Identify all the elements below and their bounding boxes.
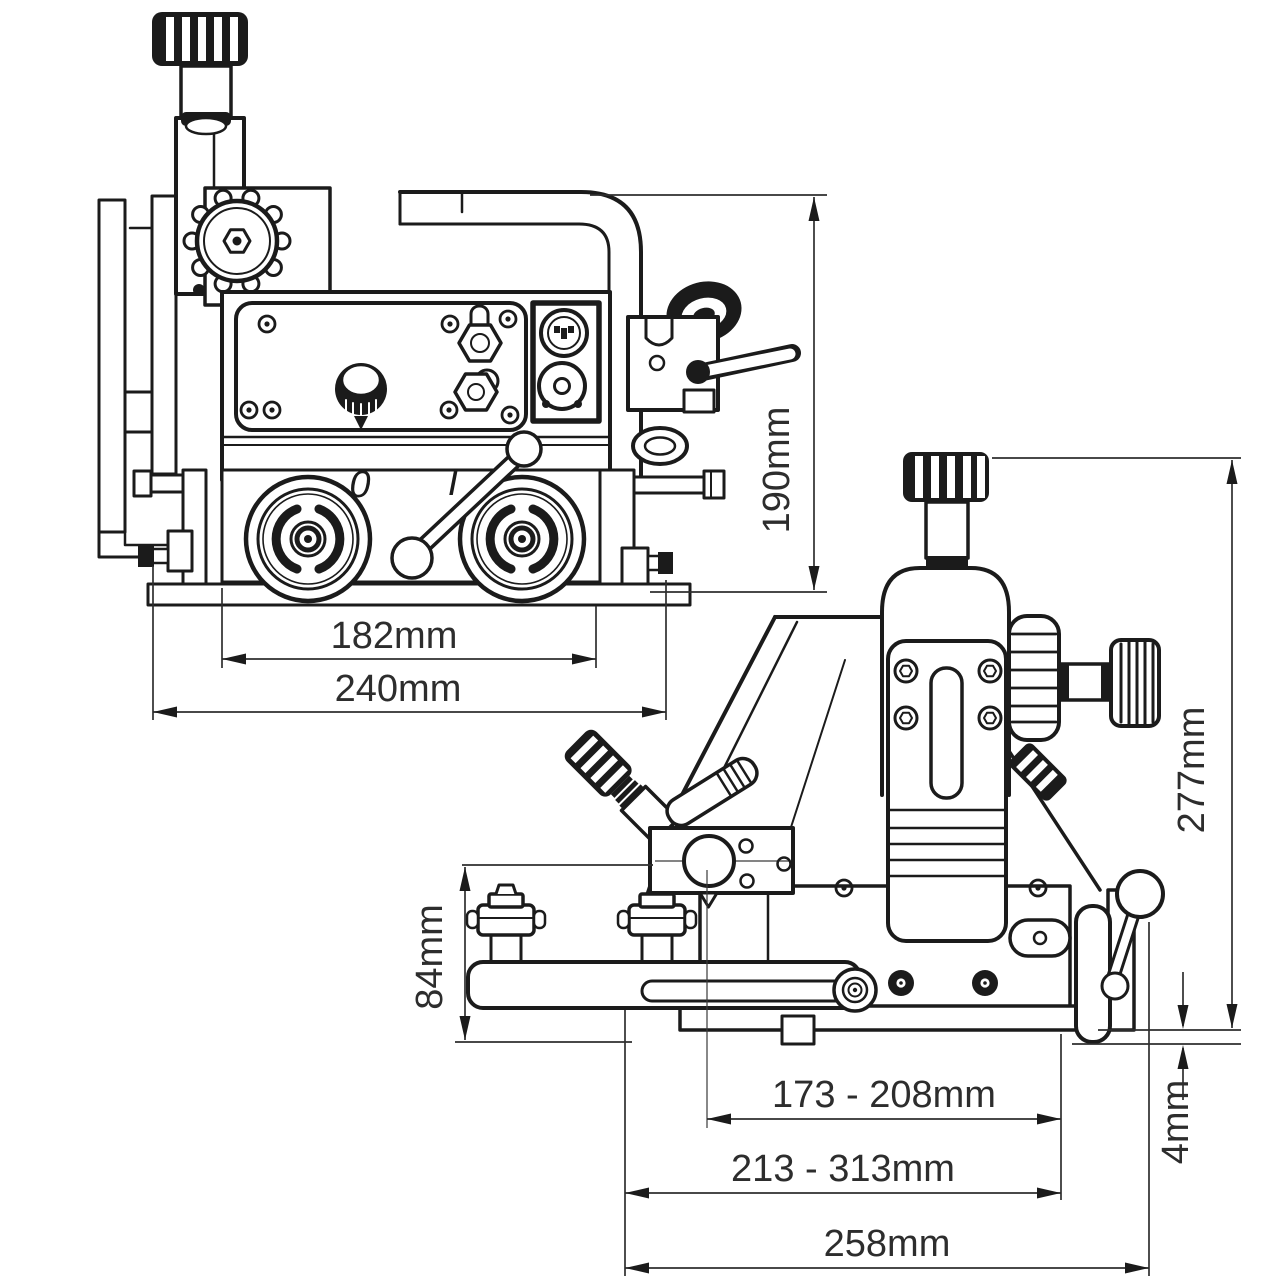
roller-guide-1 [465,883,547,966]
handle-bar [398,190,643,482]
torch-clamp-assembly [564,729,795,909]
control-panel [234,301,528,432]
right-edge-guide [598,468,726,602]
front-view: 0 I [97,12,827,720]
dim-label-torch-height: 84mm [409,904,451,1010]
dim-torch-height: 84mm [409,864,653,1043]
roller-guide-2 [616,883,698,966]
left-mount-bracket [97,194,182,559]
dim-label-total-height: 277mm [1171,707,1213,834]
cross-feed-knob [1057,638,1161,728]
dim-base-length: 258mm [625,922,1150,1276]
dim-wheelbase: 182mm [221,588,597,668]
star-handwheel [182,186,332,307]
dim-label-wheelbase: 182mm [331,615,458,657]
switch-mark-on: I [448,462,459,504]
rear-clutch-lever [1100,869,1165,1001]
dim-label-arm-range: 213 - 313mm [731,1148,955,1190]
side-mast [880,566,1011,943]
dim-overall-width: 240mm [152,566,667,720]
connector-sockets [530,300,602,424]
track-rail [146,582,692,607]
toggle-switch-upper [457,304,503,363]
side-star-wheel [1007,614,1061,742]
dim-label-overall-height: 190mm [756,407,798,534]
dim-torch-reach: 173 - 208mm [706,870,1062,1200]
dim-overall-height: 190mm [590,194,827,593]
dim-label-overall-width: 240mm [335,668,462,710]
left-edge-guide [132,468,208,602]
dim-label-torch-reach: 173 - 208mm [772,1074,996,1116]
rear-angle-knob [1009,743,1067,801]
dim-total-height: 277mm [992,457,1241,1031]
clutch-lever [390,430,543,580]
side-mast-knob [903,452,989,568]
switch-mark-off: 0 [349,464,370,506]
toggle-switch-lower [453,368,500,412]
dim-label-base-length: 258mm [824,1223,951,1265]
base-plate [678,1004,1100,1046]
side-view: 84mm 277mm 4mm 173 - 208mm [409,452,1241,1276]
dim-ground-clearance: 4mm [1072,972,1241,1164]
dim-label-ground-clearance: 4mm [1155,1080,1197,1164]
mast-adjust-knob [152,12,248,136]
guide-arm [466,960,878,1013]
front-torch-clamp [626,281,801,466]
dim-arm-range: 213 - 313mm [624,1010,1061,1276]
speed-dial [335,363,387,430]
